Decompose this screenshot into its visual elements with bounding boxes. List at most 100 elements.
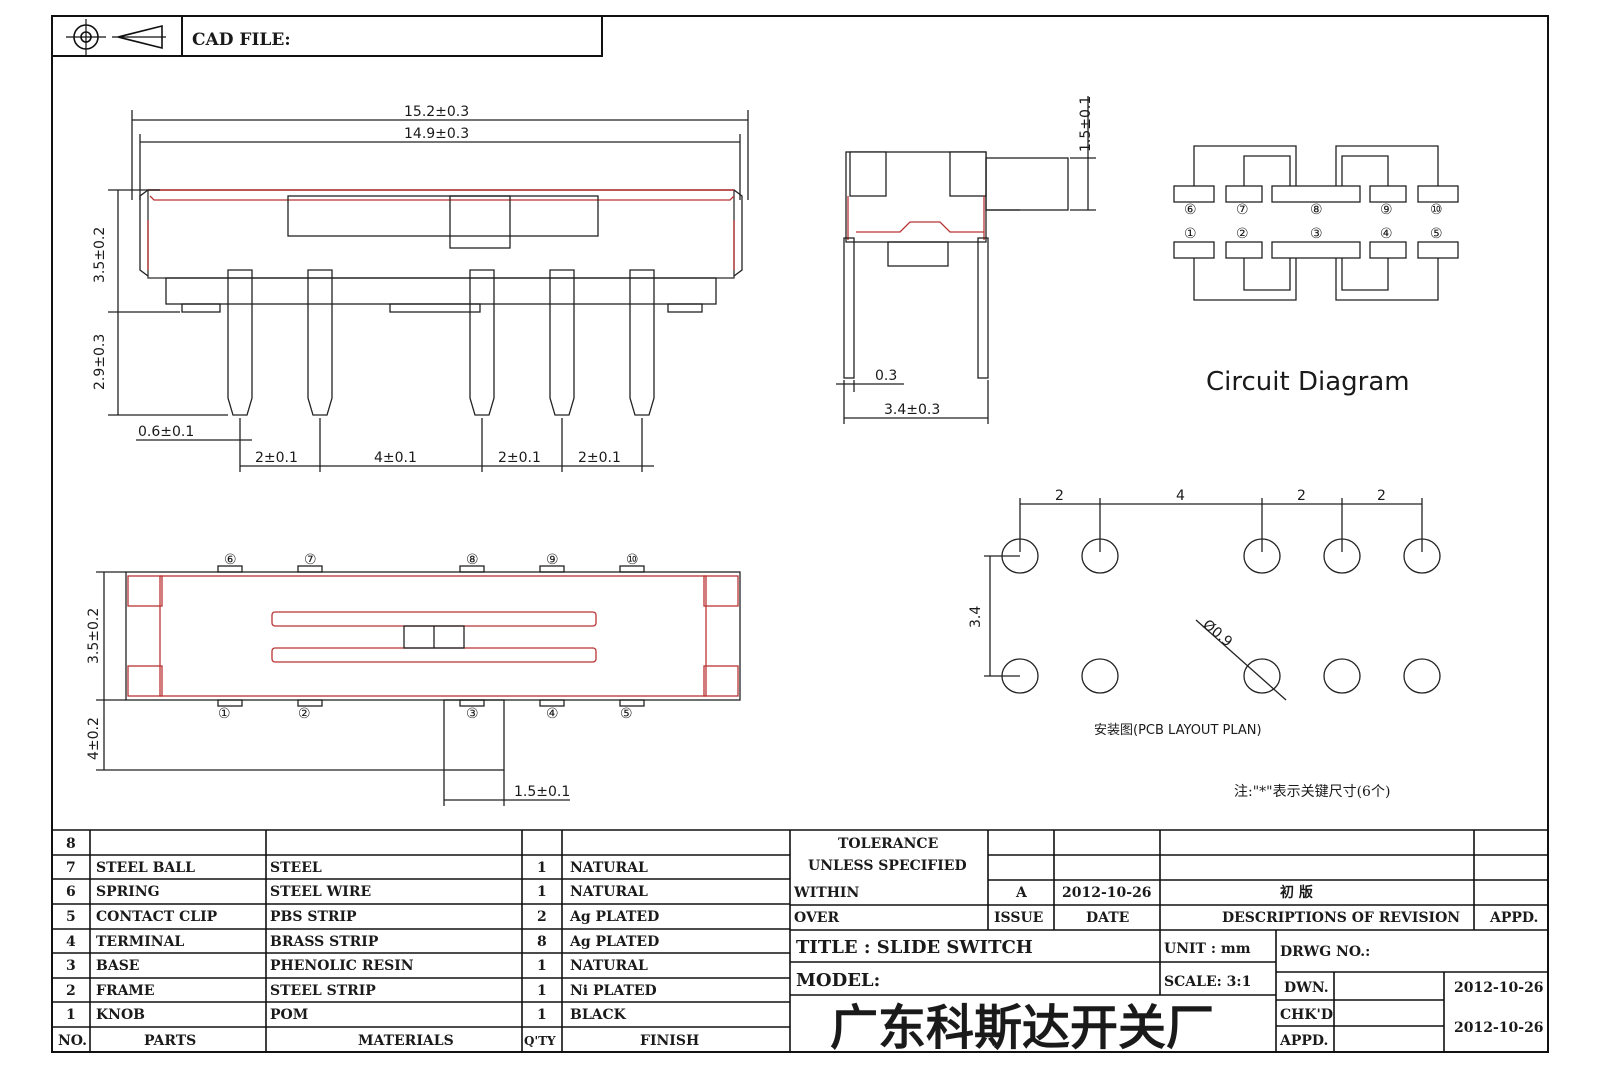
pcb-layout [984,498,1441,701]
circuit-pin-9: ⑨ [1380,202,1393,218]
pcb-note: 注:"*"表示关键尺寸(6个) [1234,784,1390,800]
projection-symbol-icon [66,19,166,55]
row-4-no: 4 [66,934,76,950]
drawing-title: TITLE : SLIDE SWITCH [796,937,1033,958]
issue-label: ISSUE [994,910,1043,926]
top-view-pin-5: ⑤ [620,706,633,722]
circuit-diagram [1173,145,1459,301]
row-1-part: KNOB [96,1007,145,1023]
circuit-title: Circuit Diagram [1206,367,1410,397]
circuit-pin-10: ⑩ [1430,202,1443,218]
pcb-dim-hole-diameter: Ø0.9 [1199,617,1235,651]
circuit-pin-2: ② [1236,226,1249,242]
title-block: TOLERANCE UNLESS SPECIFIED WITHIN OVER A… [793,836,1544,1056]
dim-pin-thickness: 0.3 [875,368,897,384]
drawn-date: 2012-10-26 [1454,980,1544,996]
row-2-part: FRAME [96,983,155,999]
row-2-material: STEEL STRIP [270,983,376,999]
row-2-no: 2 [66,983,76,999]
row-3-material: PHENOLIC RESIN [270,958,414,974]
circuit-pin-7: ⑦ [1236,202,1249,218]
pcb-dim-pitch-2: 4 [1176,488,1185,504]
appd-label: APPD. [1489,910,1538,926]
circuit-pin-4: ④ [1380,226,1393,242]
dim-pin-width: 0.6±0.1 [138,424,194,440]
top-view-pin-7: ⑦ [304,552,317,568]
pcb-dim-pitch-4: 2 [1377,488,1386,504]
cad-file-label: CAD FILE: [192,30,291,50]
company-name: 广东科斯达开关厂 [830,1000,1214,1056]
pcb-holes [1001,538,1441,694]
top-view-pin-1: ① [218,706,231,722]
top-view-pin-10: ⑩ [626,552,639,568]
row-4-material: BRASS STRIP [270,934,379,950]
dim-pin-span: 3.4±0.3 [884,402,940,418]
dim-body-height: 3.5±0.2 [92,227,108,283]
header-no: NO. [58,1033,87,1049]
circuit-pin-8: ⑧ [1310,202,1323,218]
row-5-qty: 2 [537,909,547,925]
date-label: DATE [1086,910,1129,926]
row-2-finish: Ni PLATED [570,983,657,999]
dim-pitch-1: 2±0.1 [255,450,298,466]
side-view [836,96,1096,424]
dim-knob-protrusion: 4±0.2 [86,717,102,760]
dim-pin-length: 2.9±0.3 [92,334,108,390]
checked-label: CHK'D [1280,1007,1333,1023]
dim-knob-width: 1.5±0.1 [514,784,570,800]
parts-table [52,829,1548,1052]
row-3-no: 3 [66,958,76,974]
row-7-qty: 1 [537,860,547,876]
top-view-pin-2: ② [298,706,311,722]
dim-pitch-3: 2±0.1 [498,450,541,466]
tolerance-label: TOLERANCE [838,836,938,852]
header-qty: Q'TY [524,1034,556,1048]
header-parts: PARTS [144,1033,196,1049]
front-view [108,110,749,472]
row-7-part: STEEL BALL [96,860,195,876]
checked-date: 2012-10-26 [1454,1020,1544,1036]
row-8-no: 8 [66,836,76,852]
unless-specified-label: UNLESS SPECIFIED [808,858,967,874]
circuit-pin-1: ① [1184,226,1197,242]
top-view-pin-3: ③ [466,706,479,722]
row-5-finish: Ag PLATED [569,909,659,925]
row-3-qty: 1 [537,958,547,974]
parts-rows: 8 7 STEEL BALL STEEL 1 NATURAL 6 SPRING … [58,836,699,1049]
row-2-qty: 1 [537,983,547,999]
cad-file-header: CAD FILE: [51,15,603,57]
row-5-material: PBS STRIP [270,909,357,925]
pcb-dim-pitch-3: 2 [1297,488,1306,504]
row-4-part: TERMINAL [96,934,184,950]
row-6-part: SPRING [96,884,160,900]
top-view [96,565,741,806]
top-view-pin-4: ④ [546,706,559,722]
model-label: MODEL: [796,970,880,991]
row-3-part: BASE [96,958,139,974]
within-label: WITHIN [793,885,859,901]
drawing-number-label: DRWG NO.: [1280,944,1370,960]
row-4-qty: 8 [537,934,547,950]
over-label: OVER [794,910,839,926]
row-1-finish: BLACK [570,1007,627,1023]
pcb-caption: 安装图(PCB LAYOUT PLAN) [1094,723,1262,738]
row-6-finish: NATURAL [570,884,648,900]
pcb-dim-pitch-1: 2 [1055,488,1064,504]
scale-label: SCALE: 3:1 [1164,974,1251,990]
row-7-finish: NATURAL [570,860,648,876]
dim-pitch-2: 4±0.1 [374,450,417,466]
row-7-no: 7 [66,860,76,876]
top-view-pin-9: ⑨ [546,552,559,568]
top-view-pin-6: ⑥ [224,552,237,568]
row-5-part: CONTACT CLIP [96,909,218,925]
header-materials: MATERIALS [358,1033,454,1049]
row-6-material: STEEL WIRE [270,884,371,900]
revision-value: 初 版 [1280,884,1313,901]
dim-overall-width: 15.2±0.3 [404,104,469,120]
approved-label: APPD. [1279,1033,1328,1049]
date-value: 2012-10-26 [1062,885,1152,901]
top-view-pin-8: ⑧ [466,552,479,568]
sheet-frame [51,15,1549,1053]
row-3-finish: NATURAL [570,958,648,974]
